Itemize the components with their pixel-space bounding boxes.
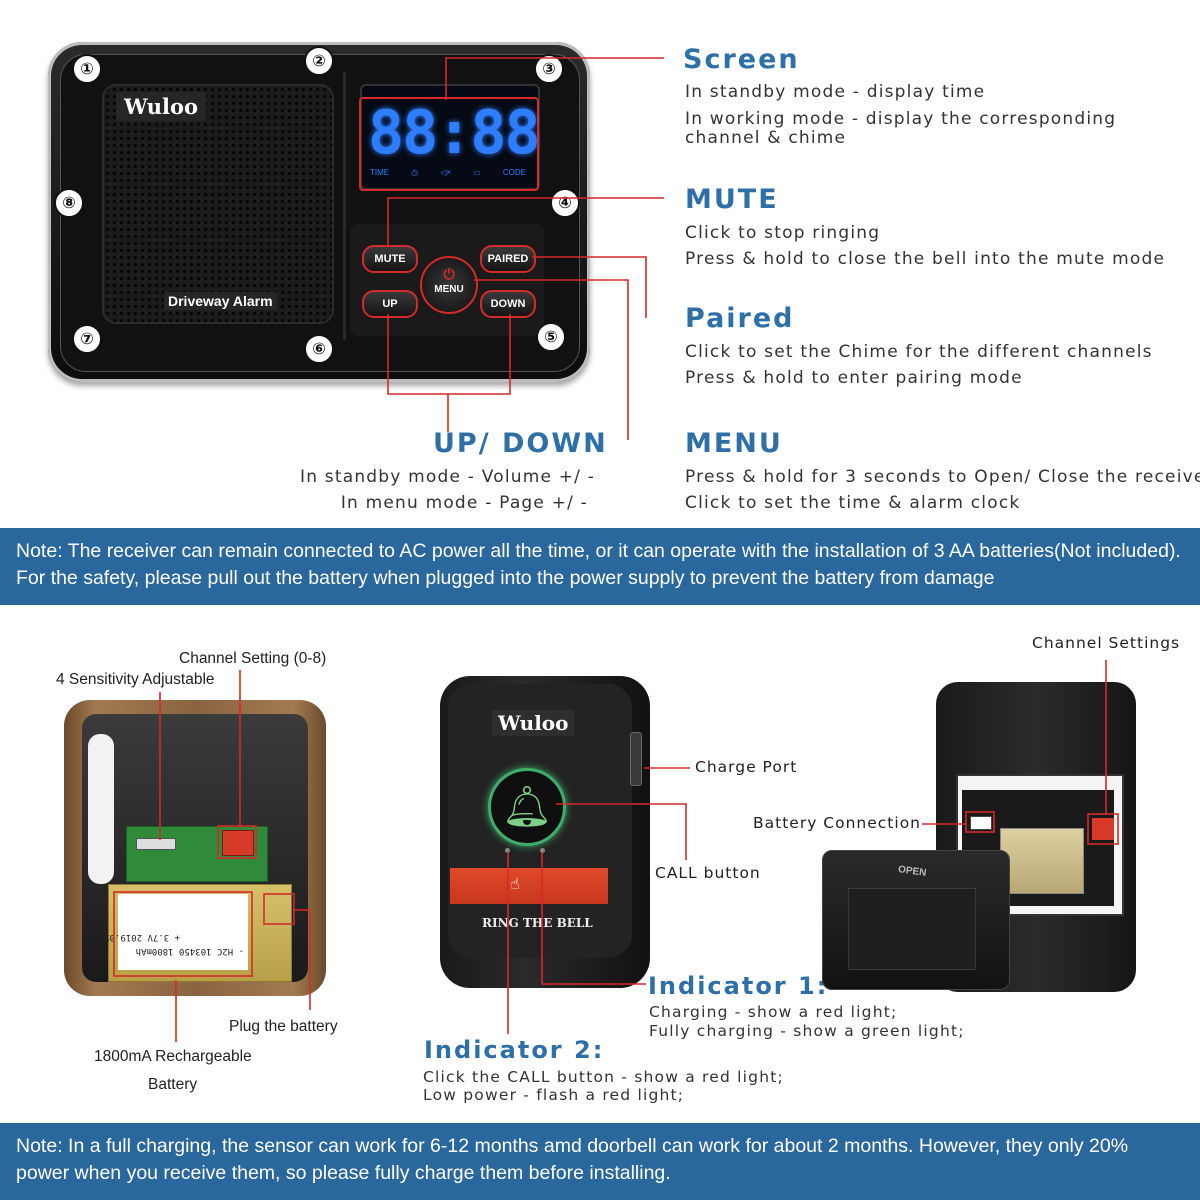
clock-icon: ◷ bbox=[411, 168, 419, 177]
indicator-led-2 bbox=[540, 848, 545, 853]
menu-desc-1: Press & hold for 3 seconds to Open/ Clos… bbox=[685, 467, 1200, 487]
sensitivity-switch[interactable] bbox=[136, 838, 176, 850]
down-button[interactable]: DOWN bbox=[480, 290, 536, 318]
battery-icon: ▭ bbox=[473, 168, 481, 177]
paired-desc-1: Click to set the Chime for the different… bbox=[685, 342, 1153, 362]
paired-desc-2: Press & hold to enter pairing mode bbox=[685, 368, 1023, 388]
menu-label: MENU bbox=[434, 284, 464, 295]
lcd-status-row: TIME ◷ ◁× ▭ CODE bbox=[370, 168, 526, 177]
marker-6: ⑥ bbox=[304, 334, 334, 364]
menu-heading: MENU bbox=[685, 428, 783, 459]
indicator2-desc-2: Low power - flash a red light; bbox=[423, 1086, 685, 1104]
sensor-note-banner: Note: In a full charging, the sensor can… bbox=[0, 1123, 1200, 1200]
receiver-note-banner: Note: The receiver can remain connected … bbox=[0, 528, 1200, 605]
mute-desc-2: Press & hold to close the bell into the … bbox=[685, 249, 1166, 269]
battery-label-1: 1800mA Rechargeable bbox=[94, 1048, 252, 1065]
paired-heading: Paired bbox=[685, 303, 795, 334]
updown-heading: UP/ DOWN bbox=[433, 428, 608, 459]
ring-the-bell-label: RING THE BELL bbox=[482, 916, 593, 930]
mute-icon: ◁× bbox=[440, 168, 452, 177]
bell-icon: 🔔︎ bbox=[501, 784, 553, 830]
power-icon: ⏻ bbox=[443, 266, 455, 282]
mute-heading: MUTE bbox=[685, 184, 779, 215]
indicator2-heading: Indicator 2: bbox=[424, 1036, 605, 1064]
menu-button[interactable]: ⏻ MENU bbox=[420, 256, 478, 314]
marker-5: ⑤ bbox=[536, 322, 566, 352]
speaker-grille bbox=[102, 84, 334, 324]
battery-connector[interactable] bbox=[970, 816, 992, 830]
indicator1-heading: Indicator 1: bbox=[648, 972, 829, 1000]
marker-3: ③ bbox=[534, 54, 564, 84]
back-battery bbox=[1000, 828, 1084, 894]
charge-port[interactable] bbox=[630, 732, 642, 786]
call-button[interactable]: 🔔︎ bbox=[488, 768, 566, 846]
screen-desc-2: In working mode - display the correspond… bbox=[685, 109, 1117, 129]
transmitter-brand: Wuloo bbox=[492, 710, 575, 736]
indicator1-desc-2: Fully charging - show a green light; bbox=[649, 1022, 965, 1040]
model-label: Driveway Alarm bbox=[164, 292, 277, 310]
updown-desc-2: In menu mode - Page +/ - bbox=[340, 493, 588, 513]
screen-heading: Screen bbox=[683, 44, 800, 75]
foam-pad bbox=[88, 734, 114, 884]
brand-logo: Wuloo bbox=[116, 92, 206, 121]
indicator2-desc-1: Click the CALL button - show a red light… bbox=[423, 1068, 784, 1086]
charge-port-label: Charge Port bbox=[695, 758, 798, 776]
mute-desc-1: Click to stop ringing bbox=[685, 223, 881, 243]
indicator-led-1 bbox=[505, 848, 510, 853]
time-label: TIME bbox=[370, 168, 390, 177]
marker-7: ⑦ bbox=[72, 324, 102, 354]
battery-connection-label: Battery Connection bbox=[753, 814, 921, 832]
ring-strip bbox=[450, 868, 608, 904]
screen-desc-1: In standby mode - display time bbox=[685, 82, 986, 102]
up-button[interactable]: UP bbox=[362, 290, 418, 318]
channel-setting-label: Channel Setting (0-8) bbox=[179, 650, 327, 667]
menu-desc-2: Click to set the time & alarm clock bbox=[685, 493, 1021, 513]
plug-battery-label: Plug the battery bbox=[229, 1018, 338, 1035]
updown-desc-1: In standby mode - Volume +/ - bbox=[300, 467, 596, 487]
call-button-label: CALL button bbox=[655, 864, 761, 882]
paired-button[interactable]: PAIRED bbox=[480, 245, 536, 273]
touch-icon: ☝︎ bbox=[510, 874, 520, 893]
code-label: CODE bbox=[502, 168, 526, 177]
lcd-screen bbox=[360, 84, 540, 190]
channel-settings-label: Channel Settings bbox=[1032, 634, 1181, 652]
back-dip-switch[interactable] bbox=[1092, 818, 1114, 840]
mute-button[interactable]: MUTE bbox=[362, 245, 418, 273]
battery-label-2: Battery bbox=[148, 1076, 198, 1093]
lcd-digits: 88:88 bbox=[368, 98, 541, 168]
screen-desc-3: channel & chime bbox=[685, 128, 847, 148]
marker-1: ① bbox=[72, 54, 102, 84]
channel-dip-switch[interactable] bbox=[222, 830, 254, 856]
marker-2: ② bbox=[304, 46, 334, 76]
marker-8: ⑧ bbox=[54, 188, 84, 218]
indicator1-desc-1: Charging - show a red light; bbox=[649, 1003, 898, 1021]
sensitivity-label: 4 Sensitivity Adjustable bbox=[56, 671, 215, 688]
